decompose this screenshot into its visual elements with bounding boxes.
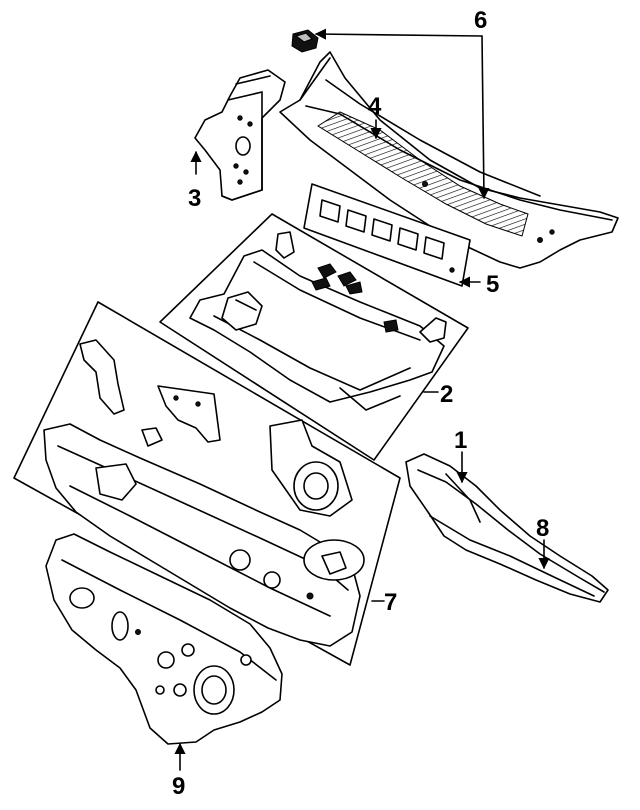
callout-9: 9 [172,773,185,800]
callout-6: 6 [474,7,487,34]
callout-4: 4 [368,93,382,120]
callout-7: 7 [384,589,397,616]
part-4-cowl-top-panel [279,51,619,269]
part-2-cowl-assembly-box [159,213,469,461]
callout-1: 1 [454,427,467,454]
callout-3: 3 [188,185,201,212]
part-9-insulator [45,533,283,745]
callout-2: 2 [440,381,453,408]
callout-8: 8 [536,515,549,542]
part-3-side-bracket [194,69,286,201]
part-6-clip [291,29,319,53]
leader-lines [174,28,550,771]
part-8-seal-panel [405,453,609,603]
callout-5: 5 [486,271,499,298]
callouts: 6 4 3 5 2 1 8 7 9 [172,7,549,800]
part-7-dash-panel-box [13,301,401,666]
